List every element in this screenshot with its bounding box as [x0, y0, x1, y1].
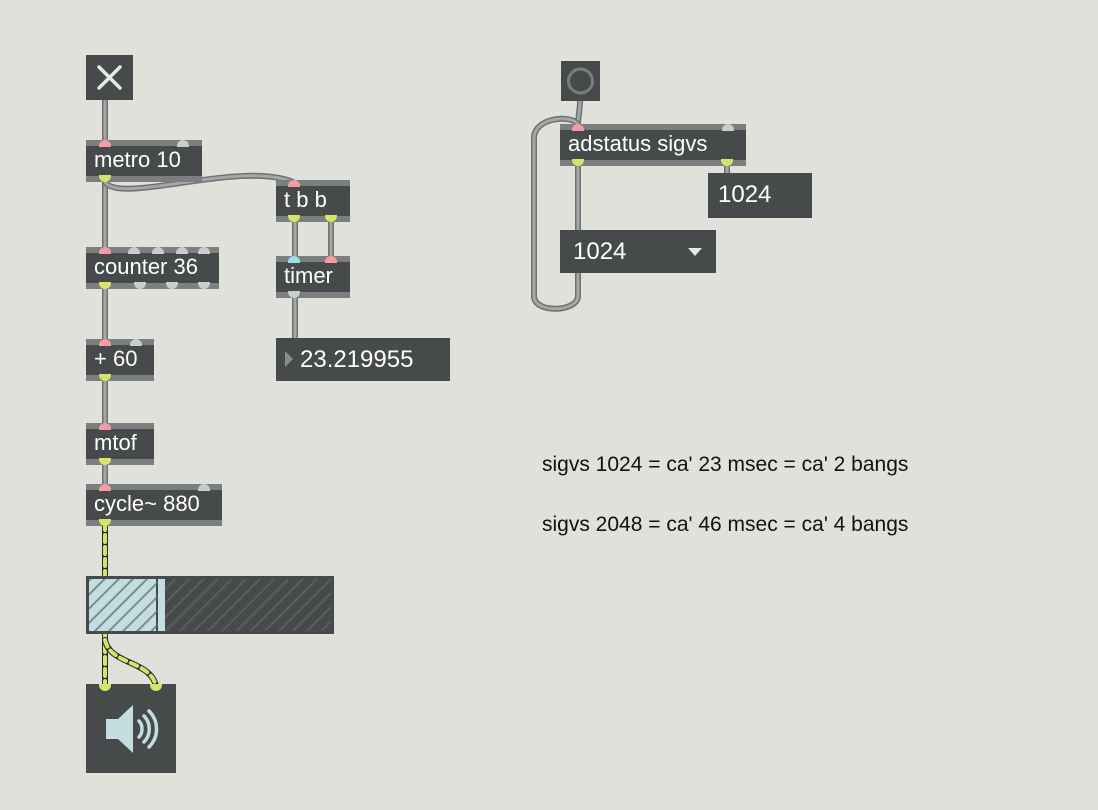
timer-outlet[interactable] [288, 291, 300, 298]
cycle-label: cycle~ 880 [94, 491, 200, 516]
adstatus-label: adstatus sigvs [568, 131, 708, 156]
cycle-inlet-left[interactable] [99, 484, 111, 491]
counter-label: counter 36 [94, 254, 198, 279]
counter-inlet-4[interactable] [176, 247, 188, 254]
metro-inlet-left[interactable] [99, 140, 111, 147]
mtof-label: mtof [94, 430, 137, 455]
cycle-outlet[interactable] [99, 519, 111, 526]
adstatus-inlet-left[interactable] [572, 124, 584, 131]
triangle-down-icon [688, 248, 702, 256]
metro-label: metro 10 [94, 147, 181, 172]
timer-label: timer [284, 263, 333, 288]
adstatus-outlet-right[interactable] [721, 159, 733, 166]
plus-inlet-left[interactable] [99, 339, 111, 346]
plus-label: + 60 [94, 346, 138, 371]
plus-inlet-right[interactable] [130, 339, 142, 346]
sigvs-menu[interactable]: 1024 [560, 230, 716, 273]
counter-inlet-2[interactable] [128, 247, 140, 254]
trigger-object[interactable]: t b b [276, 180, 350, 222]
metro-object[interactable]: metro 10 [86, 140, 202, 182]
trigger-outlet-right[interactable] [325, 215, 337, 222]
trigger-outlet-left[interactable] [288, 215, 300, 222]
timer-inlet-right[interactable] [325, 256, 337, 263]
adstatus-object[interactable]: adstatus sigvs [560, 124, 746, 166]
level-meter [86, 576, 334, 634]
bang-button[interactable] [561, 61, 600, 101]
dac-object[interactable] [86, 684, 176, 773]
toggle[interactable] [86, 55, 133, 100]
cycle-object[interactable]: cycle~ 880 [86, 484, 222, 526]
plus-outlet[interactable] [99, 374, 111, 381]
speaker-icon [106, 705, 159, 753]
sigvs-menu-value: 1024 [573, 238, 627, 265]
dac-inlet-right[interactable] [150, 684, 162, 691]
timer-object[interactable]: timer [276, 256, 350, 298]
counter-inlet-3[interactable] [152, 247, 164, 254]
metro-outlet[interactable] [99, 175, 111, 182]
mtof-object[interactable]: mtof [86, 423, 154, 465]
circle-icon [567, 67, 594, 95]
trigger-inlet[interactable] [288, 180, 300, 187]
plus-object[interactable]: + 60 [86, 339, 154, 381]
sigvs-number-value: 1024 [718, 181, 772, 208]
meter-peak [158, 579, 165, 631]
cycle-inlet-right[interactable] [198, 484, 210, 491]
trigger-label: t b b [284, 187, 327, 212]
comment-sigvs-1024: sigvs 1024 = ca' 23 msec = ca' 2 bangs [542, 453, 909, 476]
timer-inlet-left[interactable] [288, 256, 300, 263]
adstatus-inlet-right[interactable] [722, 124, 734, 131]
mtof-inlet[interactable] [99, 423, 111, 430]
adstatus-outlet-left[interactable] [572, 159, 584, 166]
meter-fill [89, 579, 156, 631]
timer-number-box[interactable]: 23.219955 [276, 338, 450, 381]
signal-cord-meter-dac-right [102, 637, 159, 689]
triangle-right-icon [285, 351, 293, 367]
counter-object[interactable]: counter 36 [86, 247, 219, 289]
counter-outlet-2[interactable] [134, 282, 146, 289]
mtof-outlet[interactable] [99, 458, 111, 465]
comment-sigvs-2048: sigvs 2048 = ca' 46 msec = ca' 4 bangs [542, 513, 909, 536]
sigvs-number-box[interactable]: 1024 [708, 173, 812, 218]
dac-inlet-left[interactable] [99, 684, 111, 691]
counter-inlet-1[interactable] [99, 247, 111, 254]
metro-inlet-right[interactable] [177, 140, 189, 147]
x-icon [97, 65, 122, 90]
counter-inlet-5[interactable] [198, 247, 210, 254]
counter-outlet-4[interactable] [198, 282, 210, 289]
cord-button-adstatus [575, 97, 583, 127]
timer-number-value: 23.219955 [300, 346, 414, 373]
counter-outlet-3[interactable] [166, 282, 178, 289]
counter-outlet-1[interactable] [99, 282, 111, 289]
